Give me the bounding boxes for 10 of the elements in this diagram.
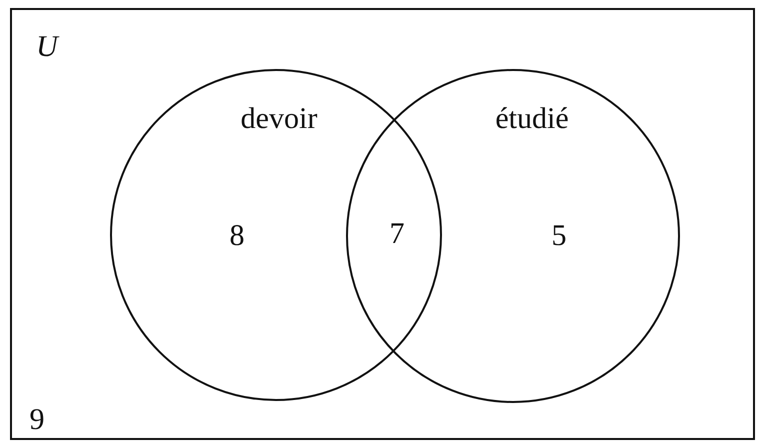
universe-rectangle — [10, 8, 755, 440]
set-label: devoir — [240, 104, 318, 134]
count-value: 5 — [552, 221, 566, 251]
set-label: étudié — [495, 104, 569, 134]
count-value: 7 — [390, 219, 404, 249]
set-circle — [110, 69, 442, 401]
count-value: 9 — [30, 405, 44, 435]
set-label: U — [36, 32, 58, 62]
count-value: 8 — [230, 221, 244, 251]
set-circle — [346, 69, 680, 403]
